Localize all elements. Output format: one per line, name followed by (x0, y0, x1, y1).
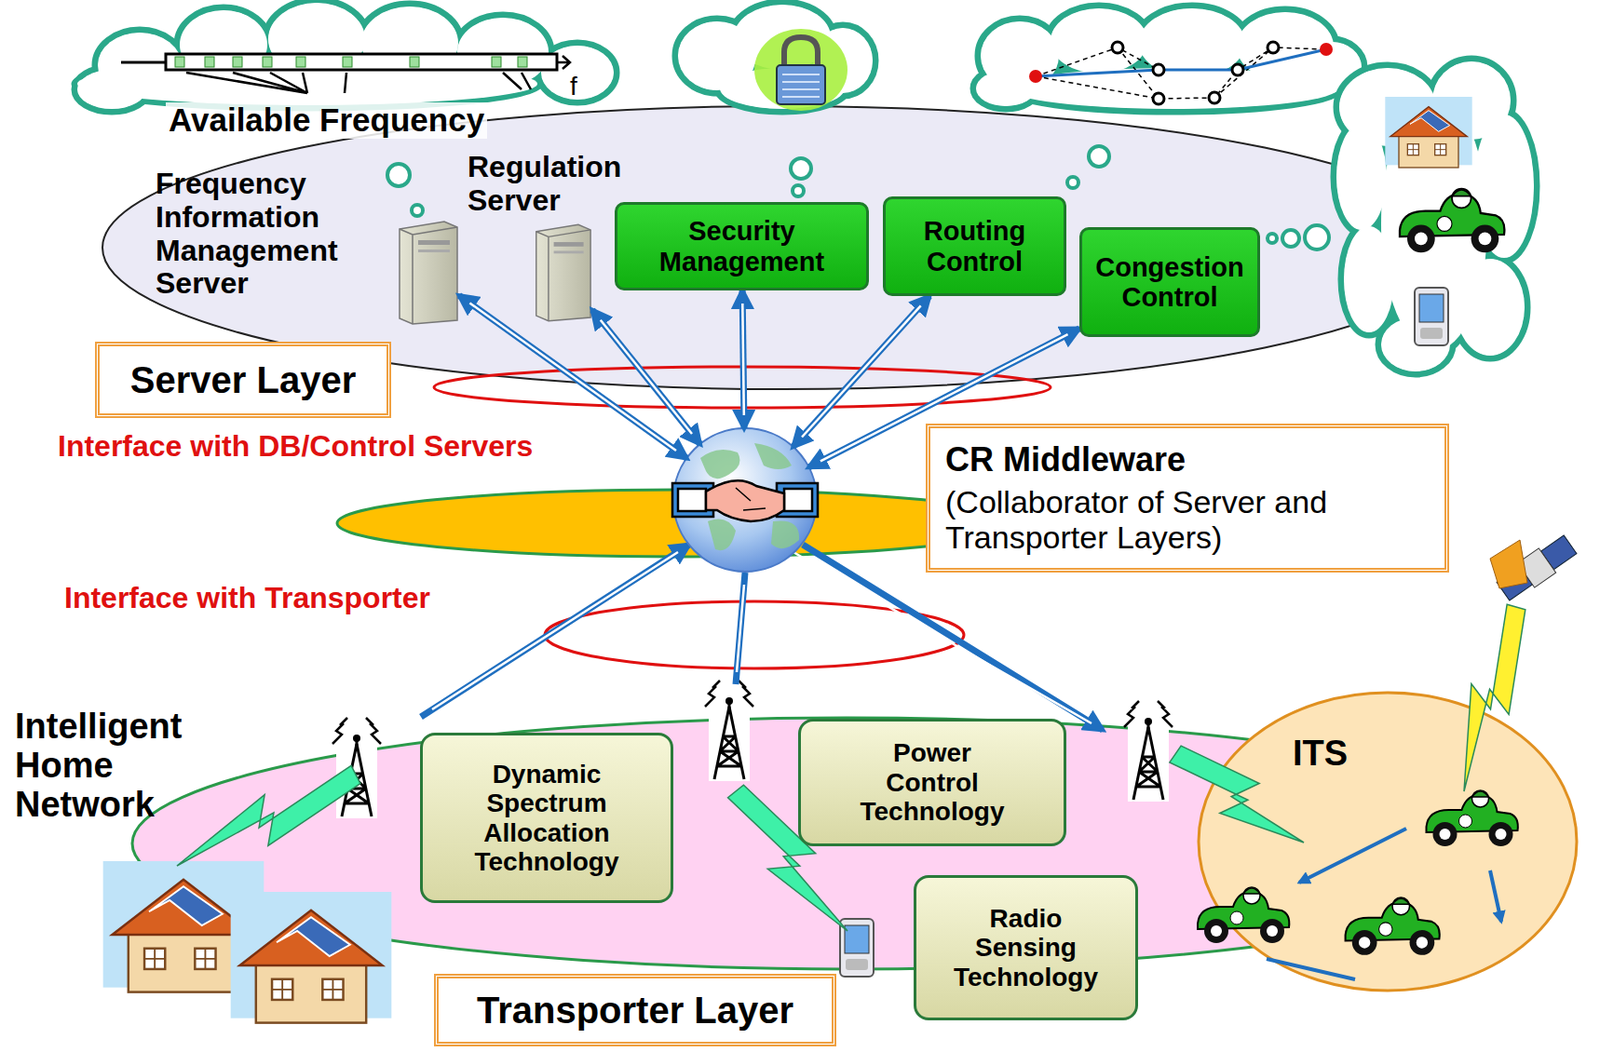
node-title: Routing Control (891, 216, 1059, 277)
node-title: Power Control Technology (851, 738, 1015, 827)
label: Interface with DB/Control Servers (57, 430, 533, 463)
technology-box: Power Control Technology (798, 718, 1067, 847)
node-title: Frequency Information Management Server (155, 167, 389, 301)
node-subtitle: (Collaborator of Server and Transporter … (945, 484, 1430, 556)
label: f (569, 72, 578, 102)
node-title: Dynamic Spectrum Allocation Technology (453, 759, 640, 877)
node-title: Server Layer (130, 359, 356, 402)
layer-label-box: Server Layer (94, 341, 392, 419)
label: Available Frequency (165, 102, 488, 139)
layer-label-box: Transporter Layer (433, 974, 837, 1047)
connector-arrow (742, 290, 745, 429)
node-title: Radio Sensing Technology (947, 904, 1106, 992)
node-title: Congestion Control (1084, 252, 1257, 313)
label: ITS (1292, 734, 1348, 774)
server-icon: Frequency Information Management Server (395, 219, 460, 326)
middleware-hub: CR Middleware(Collaborator of Server and… (673, 428, 817, 572)
middleware-text-box: CR Middleware (Collaborator of Server and… (925, 423, 1450, 573)
node-title: CR Middleware (945, 441, 1430, 479)
node-title: Transporter Layer (476, 989, 794, 1032)
control-box: Routing Control (882, 196, 1067, 297)
technology-box: Dynamic Spectrum Allocation Technology (420, 732, 674, 904)
server-icon: Regulation Server (532, 219, 593, 326)
control-box: Security Management (614, 202, 869, 291)
label: Interface with Transporter (64, 582, 431, 615)
node-title: Security Management (625, 216, 859, 277)
label: Intelligent Home Network (14, 707, 211, 825)
technology-box: Radio Sensing Technology (913, 875, 1139, 1021)
connector-arrow (592, 310, 701, 445)
control-box: Congestion Control (1079, 227, 1261, 338)
connector-arrow (793, 296, 930, 448)
